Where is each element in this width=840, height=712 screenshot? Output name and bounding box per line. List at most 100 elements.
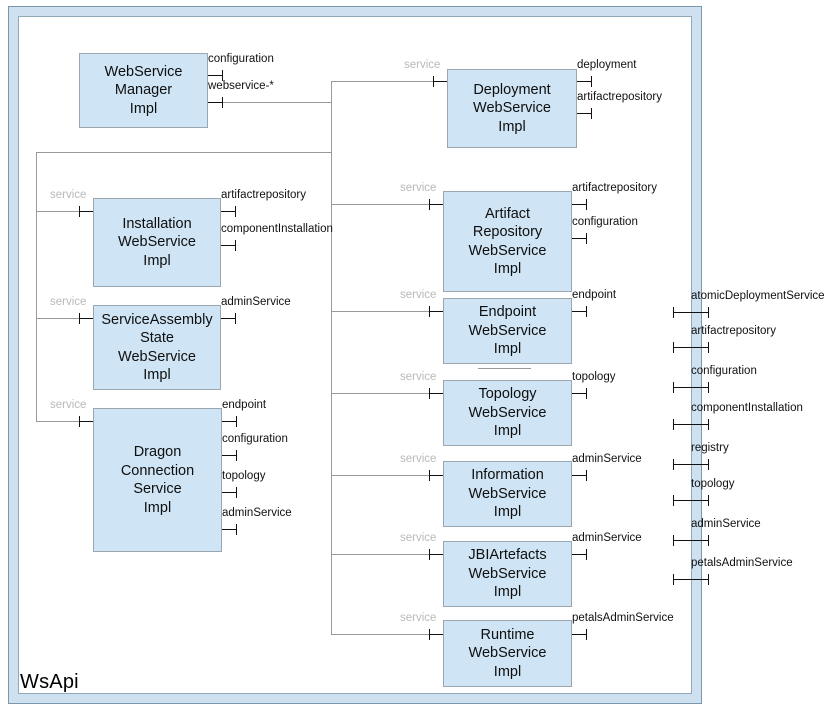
provided-interface-bar	[235, 240, 236, 251]
connector-line	[36, 152, 37, 422]
provided-interface-bar	[222, 70, 223, 81]
connector-line	[331, 81, 448, 82]
provided-interface-stem	[208, 75, 222, 76]
provided-interface-bar	[236, 487, 237, 498]
provided-interface-label: topology	[222, 470, 266, 482]
boundary-port-label: petalsAdminService	[691, 557, 793, 569]
boundary-port-stem	[673, 312, 709, 313]
provided-interface-stem	[572, 204, 586, 205]
boundary-port-bar-right	[708, 574, 709, 585]
provided-interface-bar	[586, 233, 587, 244]
boundary-port-label: artifactrepository	[691, 325, 777, 337]
provided-interface-stem	[572, 634, 586, 635]
provided-interface-stem	[221, 211, 235, 212]
boundary-port-bar-left	[673, 419, 674, 430]
required-interface-label: service	[400, 453, 437, 465]
required-interface-stem	[429, 475, 443, 476]
required-interface-stem	[429, 554, 443, 555]
provided-interface-bar	[586, 629, 587, 640]
boundary-port-bar-right	[708, 459, 709, 470]
provided-interface-stem	[222, 421, 236, 422]
boundary-port-stem	[673, 579, 709, 580]
required-interface-label: service	[400, 371, 437, 383]
provided-interface-label: artifactrepository	[221, 189, 307, 201]
boundary-port-label: topology	[691, 478, 735, 490]
component-deployment-webservice-impl[interactable]: Deployment WebService Impl	[447, 69, 577, 148]
provided-interface-bar	[586, 199, 587, 210]
component-artifact-repository-webservice-impl[interactable]: Artifact Repository WebService Impl	[443, 191, 572, 292]
required-interface-stem	[429, 634, 443, 635]
required-interface-bar	[429, 199, 430, 210]
boundary-port-stem	[673, 464, 709, 465]
provided-interface-bar	[236, 416, 237, 427]
boundary-port-label: configuration	[691, 365, 757, 377]
provided-interface-stem	[222, 529, 236, 530]
boundary-port-bar-left	[673, 459, 674, 470]
component-information-webservice-impl[interactable]: Information WebService Impl	[443, 461, 572, 527]
provided-interface-label: topology	[572, 371, 616, 383]
provided-interface-label: artifactrepository	[577, 91, 663, 103]
required-interface-label: service	[50, 296, 87, 308]
provided-interface-bar	[586, 306, 587, 317]
required-interface-stem	[429, 204, 443, 205]
component-webservice-manager-impl[interactable]: WebService Manager Impl	[79, 53, 208, 128]
required-interface-stem	[79, 211, 93, 212]
provided-interface-bar	[586, 388, 587, 399]
boundary-port-bar-left	[673, 574, 674, 585]
component-dragon-connection-service-impl[interactable]: Dragon Connection Service Impl	[93, 408, 222, 552]
boundary-port-bar-right	[708, 535, 709, 546]
required-interface-bar	[429, 388, 430, 399]
provided-interface-bar	[222, 97, 223, 108]
boundary-port-label: componentInstallation	[691, 402, 803, 414]
provided-interface-label: componentInstallation	[221, 223, 333, 235]
boundary-port-stem	[673, 500, 709, 501]
component-serviceassembly-state-webservice-impl[interactable]: ServiceAssembly State WebService Impl	[93, 305, 221, 390]
required-interface-label: service	[50, 189, 87, 201]
connector-line	[208, 102, 332, 103]
boundary-port-stem	[673, 347, 709, 348]
provided-interface-label: endpoint	[572, 289, 617, 301]
provided-interface-label: adminService	[572, 453, 642, 465]
component-jbiartefacts-webservice-impl[interactable]: JBIArtefacts WebService Impl	[443, 541, 572, 607]
required-interface-bar	[79, 416, 80, 427]
provided-interface-stem	[221, 245, 235, 246]
provided-interface-bar	[586, 470, 587, 481]
provided-interface-label: deployment	[577, 59, 637, 71]
required-interface-label: service	[400, 289, 437, 301]
boundary-port-stem	[673, 387, 709, 388]
component-installation-webservice-impl[interactable]: Installation WebService Impl	[93, 198, 221, 287]
required-interface-bar	[429, 549, 430, 560]
provided-interface-label: webservice-*	[208, 80, 274, 92]
provided-interface-bar	[235, 313, 236, 324]
provided-interface-label: configuration	[572, 216, 638, 228]
connector-line	[36, 318, 94, 319]
connector-line	[331, 311, 444, 312]
provided-interface-stem	[572, 311, 586, 312]
boundary-port-stem	[673, 424, 709, 425]
provided-interface-bar	[591, 108, 592, 119]
provided-interface-stem	[208, 102, 222, 103]
required-interface-bar	[429, 629, 430, 640]
component-endpoint-webservice-impl[interactable]: Endpoint WebService Impl	[443, 298, 572, 364]
component-topology-webservice-impl[interactable]: Topology WebService Impl	[443, 380, 572, 446]
connector-line	[36, 421, 94, 422]
boundary-port-label: atomicDeploymentService	[691, 290, 825, 302]
provided-interface-stem	[572, 238, 586, 239]
required-interface-stem	[429, 311, 443, 312]
required-interface-label: service	[400, 612, 437, 624]
provided-interface-stem	[572, 393, 586, 394]
provided-interface-bar	[591, 76, 592, 87]
provided-interface-label: configuration	[222, 433, 288, 445]
boundary-port-bar-right	[708, 307, 709, 318]
boundary-port-label: adminService	[691, 518, 761, 530]
provided-interface-stem	[572, 554, 586, 555]
provided-interface-stem	[222, 492, 236, 493]
boundary-port-bar-right	[708, 495, 709, 506]
component-runtime-webservice-impl[interactable]: Runtime WebService Impl	[443, 620, 572, 687]
provided-interface-bar	[236, 450, 237, 461]
boundary-port-bar-left	[673, 535, 674, 546]
provided-interface-label: configuration	[208, 53, 274, 65]
required-interface-stem	[433, 81, 447, 82]
required-interface-label: service	[50, 399, 87, 411]
